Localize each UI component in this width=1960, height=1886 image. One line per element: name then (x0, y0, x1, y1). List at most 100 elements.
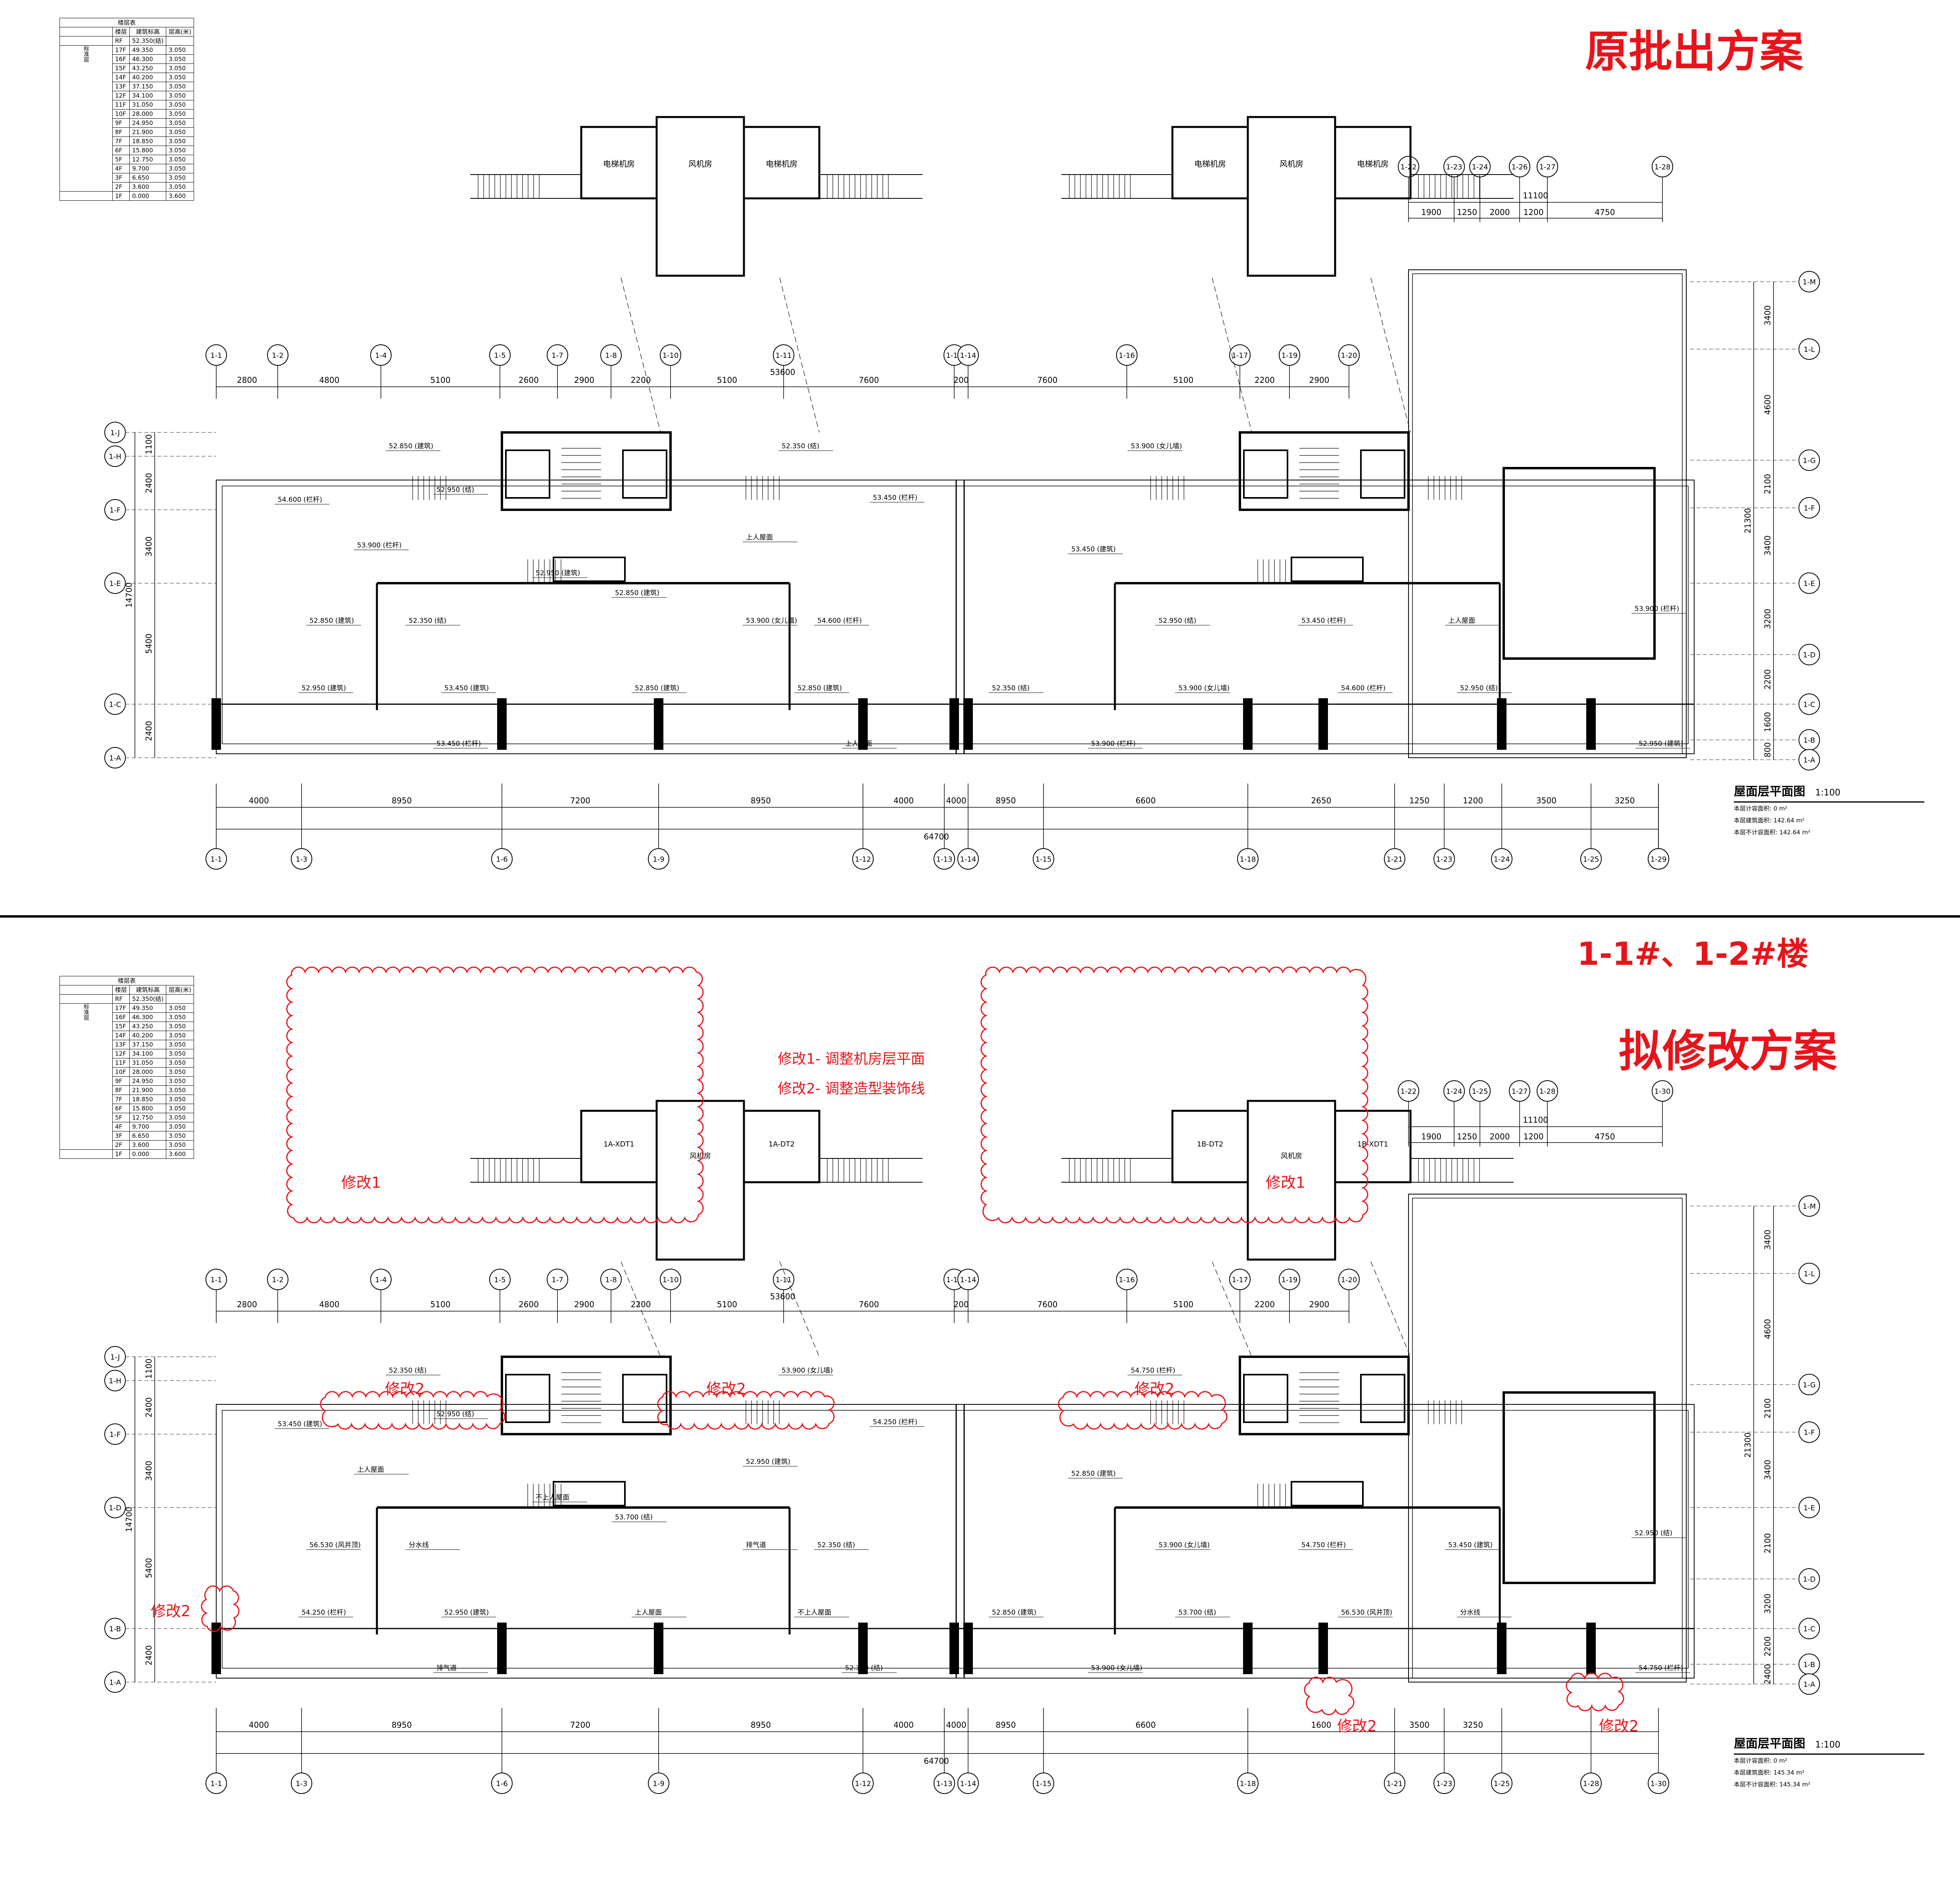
projection-line (621, 277, 661, 433)
axis-bubble-label: 1-14 (960, 1276, 976, 1284)
axis-bubble-label: 1-23 (1436, 855, 1453, 864)
elevation-label: 52.950 (建筑) (1639, 740, 1683, 748)
bottom-legend-scale: 1:100 (1815, 1740, 1841, 1750)
dimension-text: 1100 (144, 1359, 154, 1379)
axis-bubble-label: 1-28 (1654, 163, 1671, 171)
axis-bubble-label: 1-9 (653, 1780, 664, 1788)
table-cell: 2F (112, 1140, 130, 1150)
machine-room-label: 电梯机房 (1194, 159, 1226, 169)
elevation-label: 52.950 (建筑) (302, 684, 346, 692)
dimension-text: 8950 (751, 796, 771, 805)
elevator-shaft (505, 449, 550, 499)
fan-room-label: 风机房 (1280, 159, 1303, 169)
dimension-text: 3400 (1763, 305, 1772, 326)
elevation-label: 52.950 (结) (1159, 617, 1196, 625)
elevation-label: 54.750 (栏杆) (1301, 1541, 1346, 1549)
cloud-label-mod2-a: 修改2 (385, 1380, 425, 1398)
axis-bubble-label: 1-13 (936, 1780, 953, 1788)
table-cell: RF (112, 36, 130, 46)
axis-bubble-label: 1-28 (1539, 1087, 1556, 1096)
table-cell: 43.250 (129, 1022, 167, 1031)
table-cell: 31.050 (129, 100, 167, 109)
dimension-text: 1600 (1311, 1720, 1332, 1730)
elevation-label: 53.700 (结) (1178, 1609, 1216, 1617)
elevation-label: 53.450 (建筑) (444, 684, 489, 692)
roof-outline (216, 480, 1695, 754)
tower-roof-outline (1408, 269, 1687, 758)
axis-bubble-label: 1-12 (855, 855, 871, 864)
table-cell: 43.250 (129, 63, 167, 73)
table-cell: 24.950 (129, 1076, 167, 1086)
revision-cloud-mod2 (657, 1391, 835, 1430)
table-cell: 15.800 (129, 1104, 167, 1113)
dimension-text: 2200 (631, 375, 651, 385)
axis-bubble-label: 1-20 (1341, 1276, 1357, 1284)
stair-elevator-core (1239, 431, 1410, 511)
column (1497, 1623, 1507, 1674)
elevator-shaft (505, 1374, 550, 1423)
table-cell: 2F (112, 182, 130, 192)
elevator-shaft (1360, 449, 1405, 499)
axis-bubble-label: 1-1 (210, 351, 222, 360)
axis-bubble-label: 1-10 (663, 351, 679, 360)
axis-bubble-label: 1-H (109, 1377, 121, 1385)
revision-cloud-mod2 (1058, 1391, 1228, 1430)
fan-room (655, 116, 745, 277)
dimension-text: 2400 (144, 1645, 154, 1665)
column (654, 1623, 663, 1674)
table-cell: 37.150 (129, 1040, 167, 1049)
table-cell: 11F (112, 1058, 130, 1068)
axis-bubble-label: 1-A (109, 754, 121, 762)
column (211, 698, 221, 750)
axis-bubble-label: 1-18 (1240, 855, 1256, 864)
revision-cloud-mod2 (201, 1585, 240, 1632)
axis-bubble-label: 1-C (1803, 701, 1816, 709)
fan-room (1247, 116, 1336, 277)
table-cell: 16F (112, 54, 130, 64)
axis-bubble-label: 1-M (1802, 1202, 1816, 1211)
axis-bubble-label: 1-3 (296, 1780, 307, 1788)
table-cell: 49.350 (129, 45, 167, 55)
elevation-label: 不上人屋面 (797, 1609, 831, 1617)
elevation-label: 53.900 (栏杆) (1091, 740, 1136, 748)
table-cell: 3.050 (166, 1012, 194, 1022)
axis-bubble-label: 1-28 (1583, 1780, 1599, 1788)
elevation-label: 53.450 (建筑) (1071, 545, 1116, 553)
dimension-text: 7600 (1038, 1300, 1058, 1309)
axis-bubble-label: 1-6 (496, 855, 507, 864)
axis-bubble-label: 1-5 (494, 351, 505, 360)
table-cell: 9.700 (129, 164, 167, 173)
axis-bubble-label: 1-F (110, 506, 121, 515)
axis-bubble-label: 1-A (109, 1679, 121, 1687)
dimension-text: 3400 (1763, 1230, 1772, 1250)
dimension-text: 200 (953, 1300, 968, 1309)
table-cell: 9.700 (129, 1122, 167, 1131)
table-cell: 1F (112, 191, 130, 201)
table-cell: 12F (112, 91, 130, 100)
dimension-text: 4800 (319, 375, 340, 385)
elevation-label: 54.600 (栏杆) (817, 617, 862, 625)
cloud-label-mod2-f: 修改2 (1599, 1717, 1639, 1735)
top-legend-line-3: 本层不计容面积: 142.64 m² (1734, 829, 1810, 836)
machine-room-label: 1A-DT2 (769, 1140, 795, 1149)
blank-cell (60, 27, 113, 36)
revision-cloud-mod2 (320, 1391, 505, 1430)
table-cell: 28.000 (129, 1067, 167, 1077)
dimension-total: 21300 (1743, 508, 1752, 534)
axis-bubble-label: 1-L (1804, 346, 1815, 354)
dimension-text: 4750 (1595, 207, 1615, 217)
table-cell: 31.050 (129, 1058, 167, 1068)
dimension-text: 5400 (144, 1558, 154, 1578)
elevation-label: 上人屋面 (746, 534, 773, 542)
table-cell: 3.050 (166, 82, 194, 91)
dimension-text: 3250 (1615, 796, 1635, 805)
elevation-label: 52.950 (结) (436, 1410, 474, 1418)
axis-bubble-label: 1-27 (1512, 1087, 1528, 1096)
elevation-label: 53.900 (栏杆) (357, 542, 402, 549)
top-table-header: 建筑标高 (129, 27, 167, 36)
elevator-shaft (1243, 449, 1288, 499)
